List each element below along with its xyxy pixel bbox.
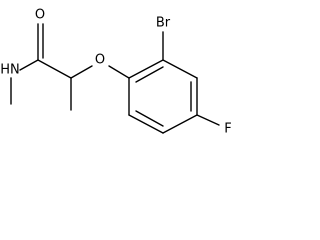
bond-ring-c1-c2 (128, 59, 164, 79)
bond-carbonyl-alpha (37, 59, 72, 79)
atom-labels: O HN O Br F (0, 8, 231, 137)
bond-ring-c2-c3 (162, 59, 198, 79)
bond-alpha-ether-oxygen (70, 65, 93, 79)
atom-bromine: Br (156, 16, 171, 31)
atom-oxygen-carbonyl: O (35, 8, 45, 23)
bond-ring-fluorine (196, 114, 220, 126)
bond-ring-c4-c5 (162, 114, 198, 134)
atom-oxygen-ether: O (95, 53, 105, 68)
atom-nitrogen-amide: HN (0, 63, 20, 78)
structure-diagram: O HN O Br F (0, 8, 231, 137)
bonds (10, 23, 220, 134)
bond-ring-inner-1 (135, 66, 164, 83)
bond-ring-c5-c6 (128, 114, 164, 134)
bond-ether-oxygen-ring (108, 65, 130, 79)
atom-fluorine: F (224, 122, 231, 137)
bond-ring-inner-3 (135, 110, 164, 127)
bond-carbonyl-nitrogen (19, 59, 39, 71)
